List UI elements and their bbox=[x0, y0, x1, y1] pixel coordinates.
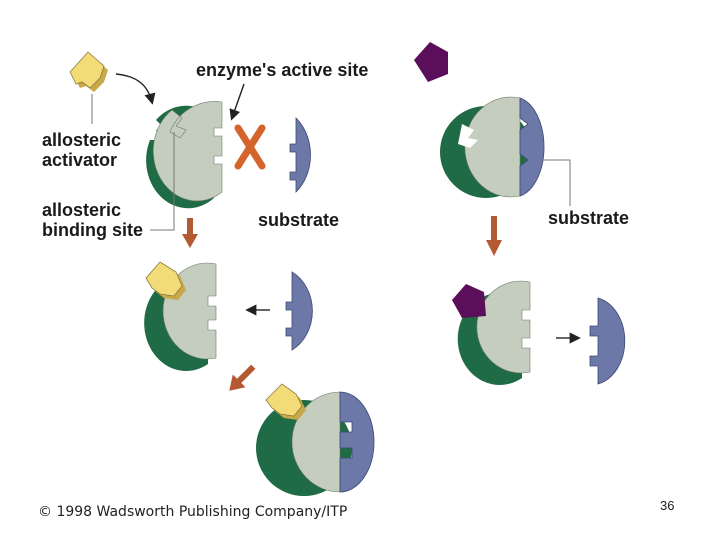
label-substrate-left: substrate bbox=[258, 210, 340, 230]
process-arrow-2 bbox=[229, 364, 256, 391]
label-substrate-right: substrate bbox=[548, 208, 630, 228]
binding-site-leader bbox=[150, 132, 175, 231]
process-arrow-1 bbox=[182, 218, 198, 248]
process-arrow-right bbox=[486, 216, 502, 256]
substrate-shape-released bbox=[589, 297, 626, 385]
label-allosteric-activator-line1: allosteric bbox=[42, 130, 122, 150]
activator-bound-bottom bbox=[265, 383, 306, 420]
enzyme-inactive-left bbox=[146, 101, 223, 209]
enzyme-active-right bbox=[440, 96, 545, 198]
activator-curve-arrow bbox=[115, 73, 156, 105]
label-allosteric-binding-line1: allosteric bbox=[42, 200, 122, 220]
label-active-site: enzyme's active site bbox=[196, 60, 369, 80]
active-site-pointer bbox=[229, 83, 245, 121]
blocked-x-mark bbox=[234, 124, 266, 170]
inhibitor-bound bbox=[452, 284, 486, 318]
page-number: 36 bbox=[660, 498, 675, 513]
inhibitor-shape-top bbox=[414, 42, 448, 82]
activator-bound-middle bbox=[145, 261, 186, 300]
copyright-notice: © 1998 Wadsworth Publishing Company/ITP bbox=[38, 504, 348, 520]
substrate-shape-middle-left bbox=[285, 271, 313, 351]
substrate-right-leader bbox=[540, 159, 571, 206]
label-allosteric-binding-line2: binding site bbox=[42, 220, 143, 240]
enzyme-substrate-complex bbox=[256, 391, 375, 496]
allosteric-activator-shape bbox=[69, 51, 108, 92]
label-allosteric-activator-line2: activator bbox=[42, 150, 118, 170]
substrate-shape-top-left bbox=[289, 117, 311, 193]
